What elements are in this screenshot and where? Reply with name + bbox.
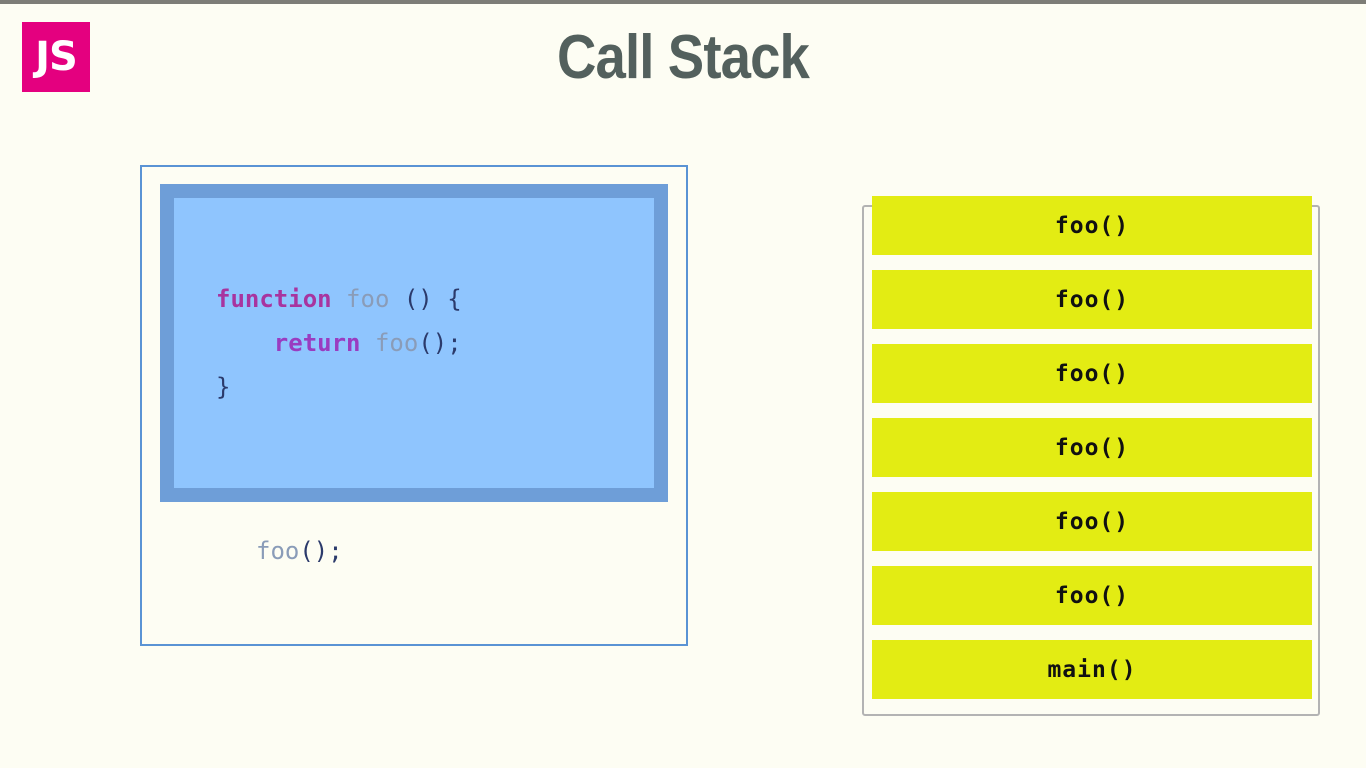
code-call-line: foo(); [160, 537, 343, 565]
nest-frame-0: function foo () { return foo(); } [160, 184, 668, 502]
call-punct: (); [299, 537, 343, 565]
code-indent-2 [216, 329, 274, 357]
code-identifier-foo-call: foo [374, 329, 419, 357]
call-identifier-foo: foo [256, 537, 300, 565]
code-space-2 [361, 329, 375, 357]
call-stack-frame-label: main() [1047, 656, 1137, 683]
call-stack-frame-label: foo() [1054, 582, 1130, 609]
call-stack-frame: foo() [872, 344, 1312, 403]
top-edge-strip [0, 0, 1366, 4]
call-stack-frame: foo() [872, 196, 1312, 255]
call-stack-frame-label: foo() [1054, 286, 1130, 313]
code-block: function foo () { return foo(); } [174, 198, 654, 488]
call-stack-frame-label: foo() [1054, 212, 1130, 239]
code-line-2: return foo(); [174, 321, 654, 365]
code-line-1: function foo () { [174, 277, 654, 321]
call-stack-frame: foo() [872, 492, 1312, 551]
code-punct-2: (); [418, 329, 462, 357]
code-keyword-function: function [216, 285, 332, 313]
page-title: Call Stack [556, 23, 810, 92]
nest-frame-4: function foo () { return foo(); } [168, 192, 660, 494]
call-stack-frame: main() [872, 640, 1312, 699]
call-stack-diagram: foo() foo() foo() foo() foo() foo() main… [862, 196, 1324, 720]
recursion-nesting-diagram: function foo () { return foo(); } [160, 184, 668, 502]
call-stack-frame-label: foo() [1054, 434, 1130, 461]
call-stack-frame: foo() [872, 566, 1312, 625]
call-stack-frame-label: foo() [1054, 360, 1130, 387]
call-stack-frame-label: foo() [1054, 508, 1130, 535]
call-stack-frame: foo() [872, 418, 1312, 477]
nest-frame-6-innermost: function foo () { return foo(); } [172, 196, 656, 490]
call-stack-frame: foo() [872, 270, 1312, 329]
nest-frame-5: function foo () { return foo(); } [170, 194, 658, 492]
call-stack-frame-list: foo() foo() foo() foo() foo() foo() main… [872, 196, 1312, 699]
code-identifier-foo: foo [331, 285, 404, 313]
code-keyword-return: return [273, 329, 361, 357]
javascript-logo-text: JS [35, 34, 78, 80]
code-punct-1: () { [403, 285, 462, 313]
code-panel: function foo () { return foo(); } foo(); [140, 165, 688, 646]
javascript-logo: JS [22, 22, 90, 92]
nest-frame-2: function foo () { return foo(); } [164, 188, 664, 498]
code-line-3: } [174, 365, 654, 409]
nest-frame-1: function foo () { return foo(); } [162, 186, 666, 500]
code-punct-3: } [216, 373, 231, 401]
nest-frame-3: function foo () { return foo(); } [166, 190, 662, 496]
